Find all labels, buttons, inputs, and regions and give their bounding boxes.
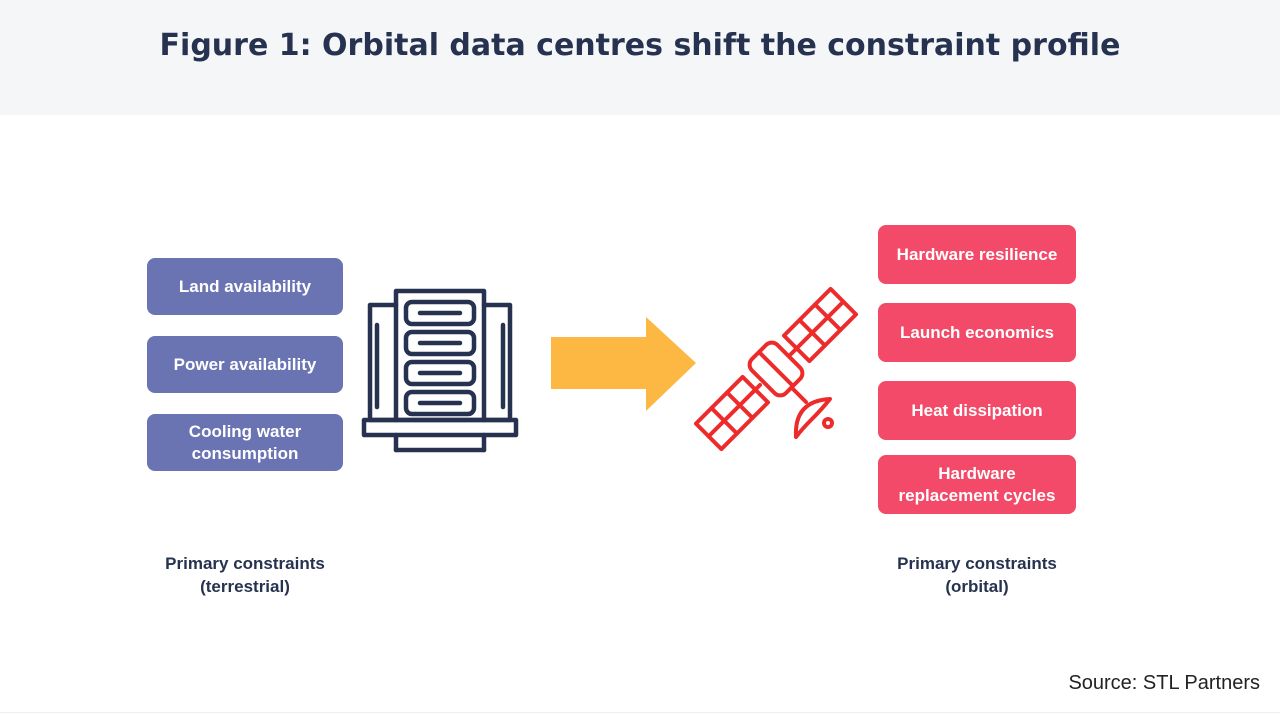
satellite-icon xyxy=(693,286,859,452)
constraint-hardware-resilience: Hardware resilience xyxy=(878,225,1076,284)
arrow-right-icon xyxy=(551,317,696,411)
constraint-hardware-replacement: Hardware replacement cycles xyxy=(878,455,1076,514)
constraint-cooling-water: Cooling water consumption xyxy=(147,414,343,471)
server-rack-icon xyxy=(361,288,519,453)
caption-orbital: Primary constraints (orbital) xyxy=(897,554,1057,596)
source-note: Source: STL Partners xyxy=(1068,672,1260,694)
constraint-heat-dissipation: Heat dissipation xyxy=(878,381,1076,440)
constraint-land-availability: Land availability xyxy=(147,258,343,315)
title-banner: Figure 1: Orbital data centres shift the… xyxy=(0,0,1280,115)
divider xyxy=(0,712,1280,713)
constraint-launch-economics: Launch economics xyxy=(878,303,1076,362)
caption-terrestrial: Primary constraints (terrestrial) xyxy=(165,554,325,596)
figure-title: Figure 1: Orbital data centres shift the… xyxy=(159,28,1121,63)
constraint-power-availability: Power availability xyxy=(147,336,343,393)
